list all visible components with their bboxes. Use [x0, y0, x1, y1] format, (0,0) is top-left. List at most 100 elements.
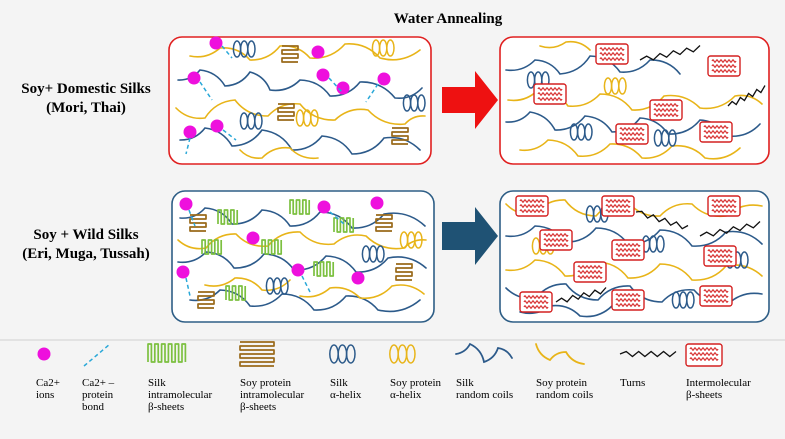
intermolecular-beta-sheet-strand — [615, 298, 641, 302]
legend-label: β-sheets — [148, 401, 184, 413]
intermolecular-beta-sheet-strand — [577, 270, 603, 274]
turns — [555, 287, 607, 303]
intermolecular-beta-sheet-strand — [599, 52, 625, 56]
legend-label: intramolecular — [240, 389, 304, 401]
calcium-ion — [183, 125, 197, 139]
calcium-ion — [210, 119, 224, 133]
legend-label: bond — [82, 401, 105, 413]
turns — [639, 45, 701, 61]
calcium-ion — [246, 231, 260, 245]
calcium-protein-bond — [188, 209, 196, 227]
soy-alpha-helix-loop — [414, 231, 423, 249]
soy-intramolecular-beta-sheet-icon — [239, 341, 275, 367]
intermolecular-beta-sheet-strand — [653, 103, 679, 107]
soy-alpha-helix-loop — [386, 39, 395, 57]
intermolecular-beta-sheet — [699, 285, 733, 307]
calcium-ion — [179, 197, 193, 211]
calcium-protein-bond — [329, 211, 345, 225]
silk-alpha-helix-loop — [247, 40, 256, 58]
soy-random-coil — [519, 139, 741, 160]
silk-alpha-helix — [671, 291, 695, 309]
calcium-protein-bond — [365, 83, 379, 103]
intermolecular-beta-sheet — [539, 229, 573, 251]
silk-alpha-helix — [239, 112, 263, 130]
silk-intramolecular-beta-sheet — [289, 199, 311, 215]
intermolecular-beta-sheet-strand — [599, 47, 625, 51]
intermolecular-beta-sheet — [601, 195, 635, 217]
legend-label: Soy protein — [390, 377, 442, 389]
row-label-domestic-line1: Soy+ Domestic Silks — [21, 81, 151, 97]
intermolecular-beta-sheet-strand — [577, 275, 603, 279]
intermolecular-beta-sheet-strand — [711, 64, 737, 68]
silk-random-coil — [189, 289, 421, 313]
wild-after-structures — [505, 195, 763, 318]
silk-intramolecular-beta-sheet — [217, 209, 239, 225]
intermolecular-beta-sheet-strand — [599, 57, 625, 61]
intermolecular-beta-sheet-strand — [707, 254, 733, 258]
soy-intramolecular-beta-sheet — [395, 263, 413, 281]
intermolecular-beta-sheet-strand — [703, 135, 729, 139]
silk-alpha-helix-icon-loop — [329, 344, 339, 364]
calcium-ion — [291, 263, 305, 277]
intermolecular-beta-sheet-strand — [703, 289, 729, 293]
intermolecular-beta-sheet-strand — [703, 130, 729, 134]
intermolecular-beta-sheet — [533, 83, 567, 105]
soy-random-coil — [539, 40, 591, 51]
intermolecular-beta-sheet-strand — [537, 87, 563, 91]
calcium-protein-bond-icon — [83, 343, 111, 367]
intermolecular-beta-sheet-strand — [615, 293, 641, 297]
legend-label: Ca2+ — [36, 377, 60, 389]
intermolecular-beta-sheet — [515, 195, 549, 217]
intermolecular-beta-sheet — [703, 245, 737, 267]
soy-alpha-helix — [295, 109, 319, 127]
soy-random-coil — [175, 99, 426, 126]
calcium-ion-icon — [37, 347, 51, 361]
turns — [727, 85, 766, 107]
legend-label: random coils — [536, 389, 593, 401]
intermolecular-beta-sheet-strand — [703, 299, 729, 303]
soy-random-coil-icon — [535, 343, 585, 365]
intermolecular-beta-sheet-strand — [653, 113, 679, 117]
soy-alpha-helix-icon-loop — [397, 344, 408, 364]
soy-random-coil — [299, 284, 425, 300]
legend-label: β-sheets — [240, 401, 276, 413]
wild-before-structures — [176, 196, 427, 313]
intermolecular-beta-sheet-strand — [707, 259, 733, 263]
calcium-protein-bond — [185, 277, 191, 297]
intermolecular-beta-sheet-strand — [615, 253, 641, 257]
intermolecular-beta-sheet — [649, 99, 683, 121]
soy-intramolecular-beta-sheet — [281, 45, 299, 63]
silk-alpha-helix — [232, 40, 256, 58]
intermolecular-beta-sheet-icon-strand — [689, 357, 719, 361]
calcium-ion — [370, 196, 384, 210]
intermolecular-beta-sheet — [519, 291, 553, 313]
intermolecular-beta-sheet-strand — [519, 204, 545, 208]
intermolecular-beta-sheet-strand — [619, 132, 645, 136]
intermolecular-beta-sheet-strand — [619, 127, 645, 131]
soy-alpha-helix — [603, 77, 627, 95]
soy-random-coil — [177, 231, 427, 250]
silk-alpha-helix-icon — [329, 344, 356, 364]
silk-random-coil — [519, 304, 613, 318]
intermolecular-beta-sheet-strand — [523, 305, 549, 309]
legend-label: Soy protein — [240, 377, 292, 389]
silk-alpha-helix-loop — [740, 251, 749, 269]
calcium-ion — [377, 72, 391, 86]
silk-alpha-helix — [402, 94, 426, 112]
turns — [635, 210, 689, 230]
calcium-protein-bond — [328, 77, 343, 93]
intermolecular-beta-sheet-strand — [615, 303, 641, 307]
soy-alpha-helix-loop — [618, 77, 627, 95]
intermolecular-beta-sheet-strand — [577, 265, 603, 269]
soy-alpha-helix-icon-loop — [405, 344, 416, 364]
intermolecular-beta-sheet — [573, 261, 607, 283]
intermolecular-beta-sheet-strand — [543, 238, 569, 242]
silk-random-coil — [505, 55, 681, 75]
legend-label: α-helix — [390, 389, 422, 401]
silk-alpha-helix-loop — [417, 94, 426, 112]
silk-intramolecular-beta-sheet — [313, 261, 335, 277]
intermolecular-beta-sheet-strand — [605, 204, 631, 208]
